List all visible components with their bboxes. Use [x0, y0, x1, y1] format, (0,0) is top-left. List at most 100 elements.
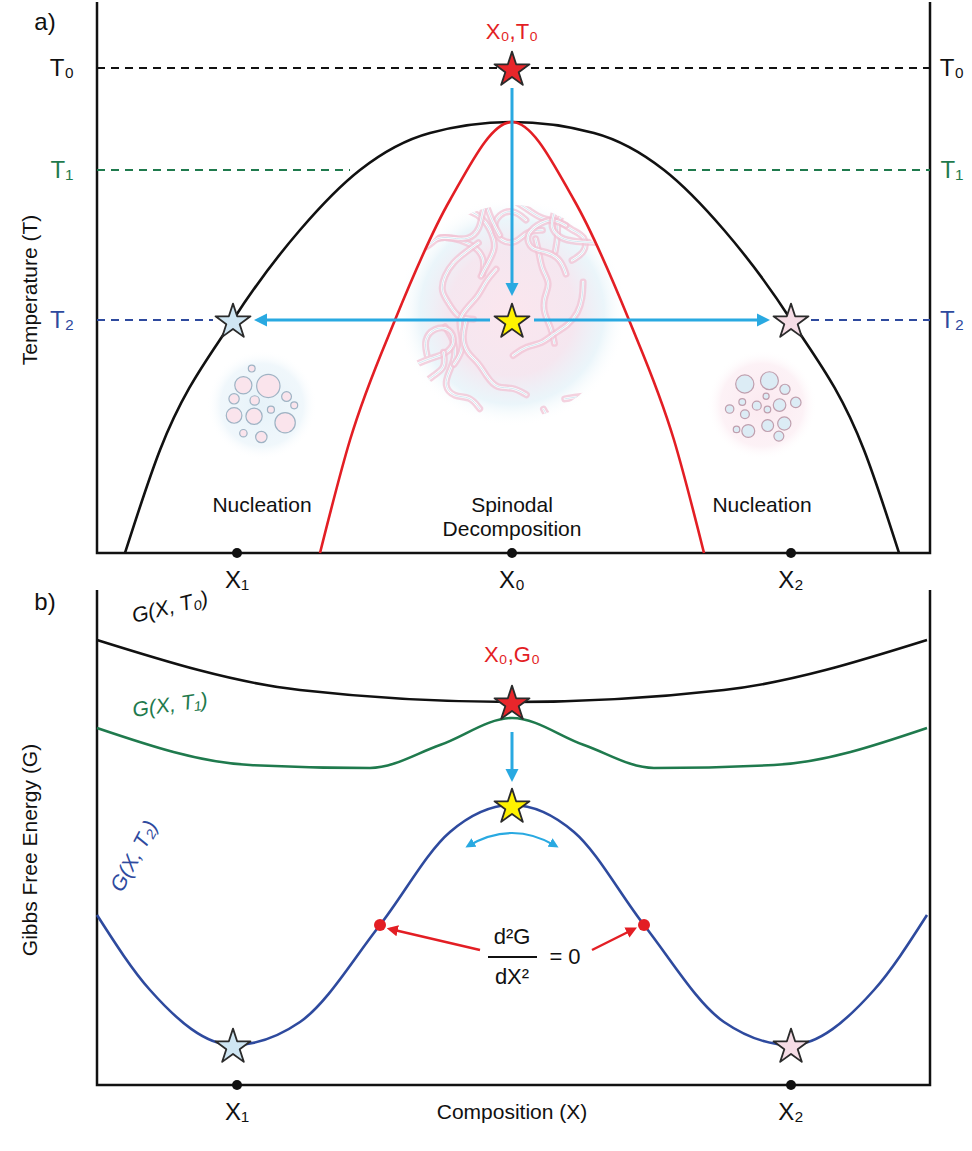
figure-part	[760, 372, 778, 390]
figure-part	[416, 328, 454, 365]
figure-part	[565, 383, 618, 433]
figure-part	[454, 269, 496, 364]
figure-part	[543, 409, 571, 502]
figure-part	[250, 396, 259, 405]
figure-part	[416, 328, 454, 365]
figure-part	[565, 367, 662, 399]
figure-part	[764, 406, 771, 413]
state-star	[495, 686, 530, 719]
figure-part	[343, 198, 404, 248]
figure-part	[580, 379, 646, 423]
temperature-tick: T₀	[50, 54, 75, 82]
figure-part	[411, 198, 487, 250]
axis-tick-dot	[507, 548, 517, 558]
curve-label: G(X, T₁)	[131, 688, 209, 722]
figure-part	[565, 367, 662, 399]
figure-part	[565, 383, 618, 433]
figure-part	[773, 399, 786, 412]
figure-part	[454, 269, 496, 364]
figure-part	[374, 215, 436, 294]
figure-part	[565, 367, 662, 399]
figure-part	[580, 379, 646, 423]
figure-part	[379, 153, 421, 228]
temperature-tick: T₂	[940, 306, 964, 334]
isotherm-line	[811, 319, 930, 321]
fraction-bar	[488, 956, 537, 958]
axis-tick-dot	[786, 548, 796, 558]
axis-title: Composition (X)	[437, 1100, 588, 1124]
figure-part	[442, 243, 478, 320]
axis-title: Temperature (T)	[18, 215, 42, 366]
figure-part	[580, 379, 646, 423]
figure-part	[343, 198, 404, 248]
pointer-arrow	[390, 929, 480, 950]
composition-tick: X₁	[225, 566, 249, 594]
figure-part	[528, 220, 566, 274]
state-label: X₀,G₀	[484, 642, 540, 667]
temperature-tick: T₀	[940, 54, 965, 82]
figure-part	[411, 198, 487, 250]
figure-part	[543, 409, 571, 502]
figure-part	[291, 402, 298, 409]
equation-part: d²G	[494, 924, 531, 949]
figure-part	[739, 399, 746, 406]
state-star	[774, 304, 809, 337]
state-star	[216, 304, 251, 337]
figure-part	[379, 153, 421, 228]
figure-part	[454, 269, 496, 364]
figure-part	[343, 198, 404, 248]
figure-part	[483, 133, 500, 236]
figure-part	[442, 243, 478, 320]
axes-frame	[97, 2, 930, 553]
figure-part	[586, 407, 656, 462]
figure-part	[774, 431, 784, 441]
separation-arrow	[258, 319, 490, 322]
state-star	[774, 1029, 809, 1062]
figure-part	[229, 394, 239, 404]
nucleation-droplets	[226, 365, 297, 443]
figure-part	[780, 384, 790, 394]
pointer-arrow	[592, 929, 634, 950]
figure-part	[248, 365, 255, 372]
figure-part	[586, 407, 656, 462]
figure-part	[370, 409, 403, 502]
isotherm-line	[97, 169, 350, 171]
figure-part	[358, 352, 444, 390]
temperature-tick: T₂	[50, 306, 74, 334]
figure-part	[725, 405, 733, 413]
figure-part	[483, 133, 500, 236]
composition-tick: X₀	[499, 566, 525, 594]
nucleation-glow	[207, 350, 317, 460]
nucleation-droplets	[725, 372, 801, 441]
figure-part	[257, 374, 280, 397]
panel-letter: b)	[34, 588, 55, 616]
fluctuation-arrow	[468, 833, 556, 846]
figure-part	[240, 430, 247, 437]
figure-part	[741, 410, 750, 419]
state-star	[495, 789, 530, 822]
curve-label: G(X, T₀)	[129, 586, 210, 628]
state-star	[495, 304, 530, 337]
composition-tick: X₁	[225, 1098, 249, 1126]
inflection-dot	[374, 919, 386, 931]
free-energy-curve	[97, 805, 927, 1045]
figure-part	[586, 407, 656, 462]
figure-part	[416, 328, 454, 365]
nucleation-glow	[707, 350, 817, 460]
figure-part	[733, 426, 740, 433]
equation-part: dX²	[495, 964, 529, 989]
axes-frame	[97, 590, 930, 1085]
figure-part	[374, 215, 436, 294]
figure-part	[742, 425, 755, 438]
figure-part	[370, 409, 403, 502]
isotherm-line	[97, 319, 213, 321]
figure-part	[379, 153, 421, 228]
figure-part	[374, 215, 436, 294]
figure-part	[256, 431, 267, 442]
inflection-dot	[638, 919, 650, 931]
figure-part	[483, 133, 500, 236]
figure-part	[246, 408, 262, 424]
figure-part	[275, 413, 295, 433]
state-star	[216, 1029, 251, 1062]
